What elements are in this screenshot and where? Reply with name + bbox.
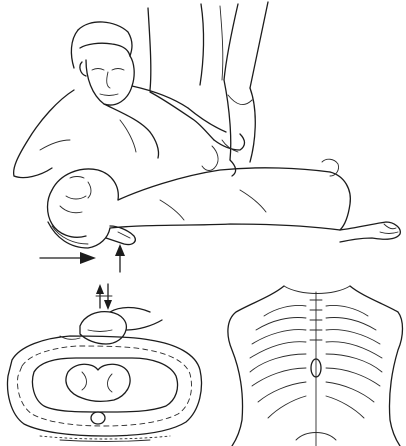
chest-cavity bbox=[32, 358, 177, 412]
right-ribs bbox=[326, 305, 382, 418]
heart bbox=[66, 364, 130, 401]
back-outline-right bbox=[350, 286, 403, 446]
back-ribcage-panel bbox=[228, 286, 403, 446]
left-ribs bbox=[250, 305, 306, 418]
patient-figure bbox=[48, 159, 401, 248]
compressing-hands bbox=[60, 308, 162, 345]
rescuer-body bbox=[14, 86, 245, 178]
compression-arrows bbox=[96, 284, 112, 310]
rescuer-and-patient-panel bbox=[14, 2, 401, 272]
spine bbox=[91, 412, 105, 424]
chest-cross-section-panel bbox=[8, 284, 202, 442]
standing-person-legs bbox=[148, 2, 268, 162]
rescuer-head bbox=[71, 22, 134, 105]
